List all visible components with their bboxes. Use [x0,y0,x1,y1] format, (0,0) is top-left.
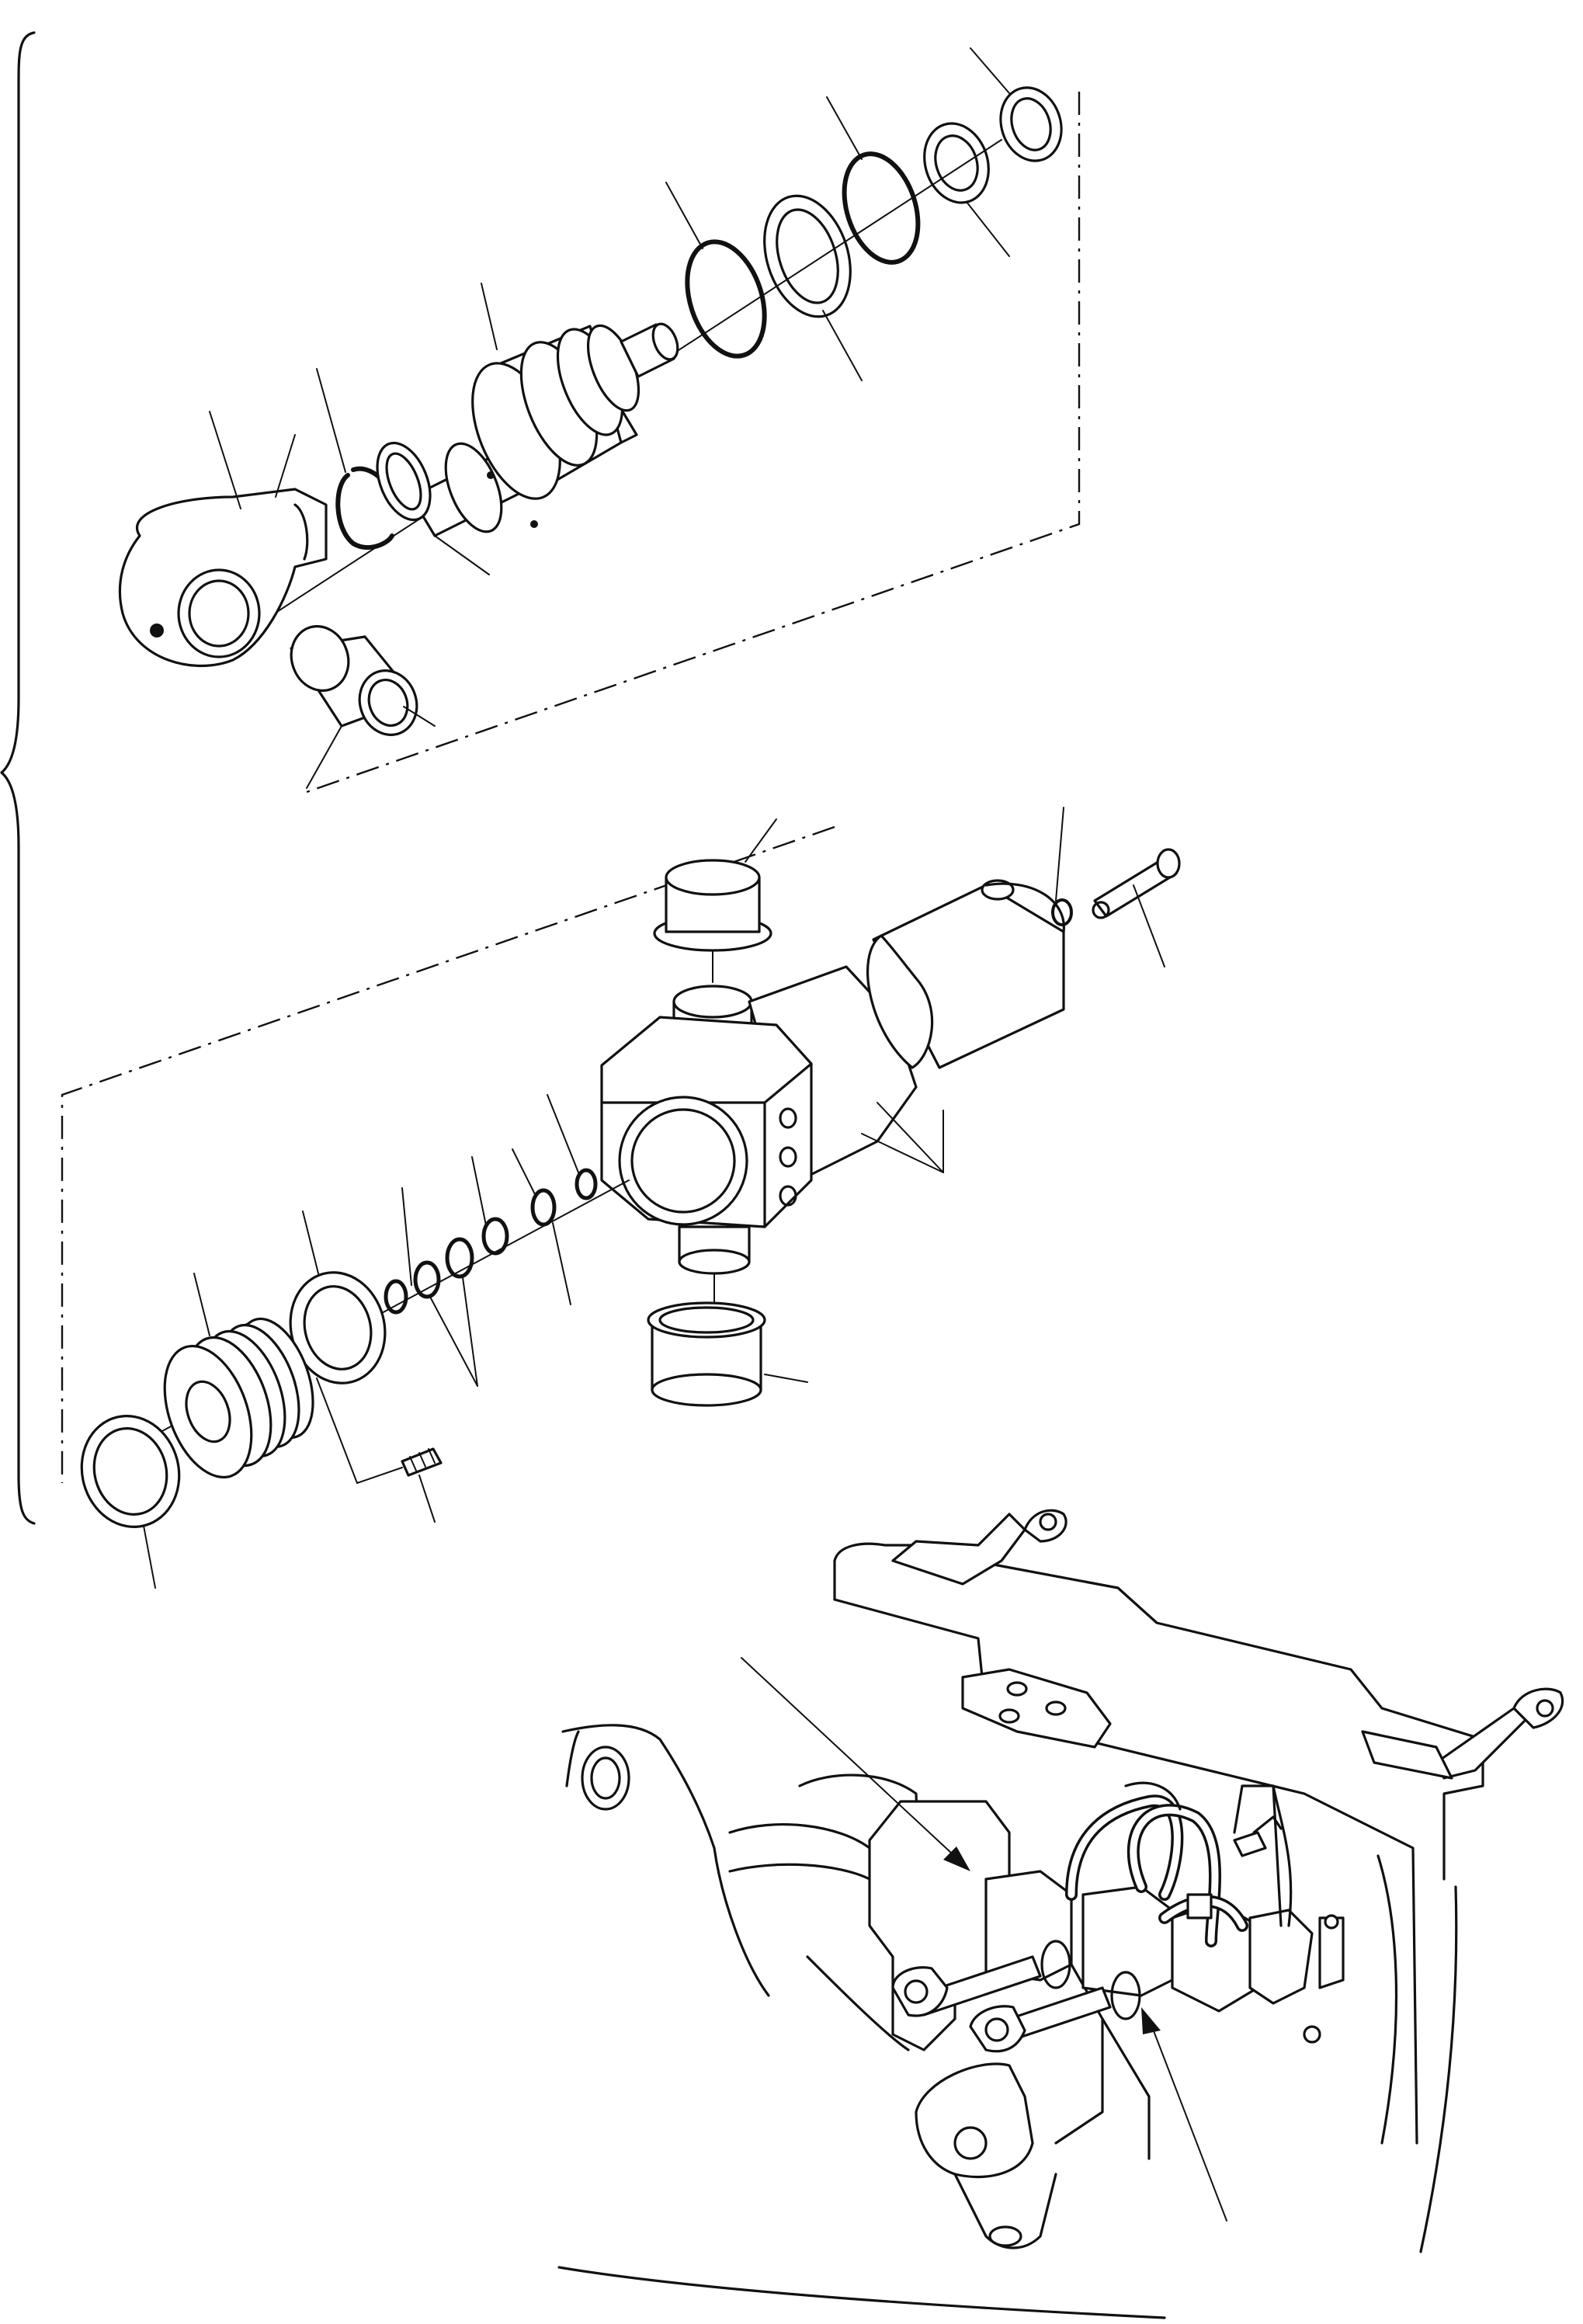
arrowhead-upper [943,1846,970,1871]
callout-arrow-upper [741,1657,963,1864]
o-rings-lower [384,1094,598,1387]
lower-group-boundary [61,825,835,1483]
callout-arrow-lower [1148,2018,1227,2222]
piston [163,1273,314,1479]
arrowhead-lower [1141,2007,1161,2034]
lower-assembly [80,807,1181,1589]
o-ring-upper-1 [665,182,767,359]
wiper-ring-upper [970,47,1063,162]
bushing-top [653,818,777,983]
piston-rod [410,283,679,537]
bearing-ring [923,122,1010,257]
set-screw [316,1377,443,1523]
seal-ring-upper [763,194,863,381]
upper-group-boundary [306,92,1081,794]
o-ring-fitting [1051,807,1073,926]
wiper-ring-lower [80,1415,181,1589]
cylinder-barrel [866,879,1065,1069]
bushing-upper [290,625,436,789]
cylinder-block [600,965,944,1313]
collar-ring [376,441,490,575]
upper-assembly [118,47,1063,789]
installed-view [557,1509,1564,2319]
group-brace [0,31,36,1525]
grease-fitting [1092,848,1181,967]
rod-eye [118,411,328,667]
bushing-bottom [647,1301,808,1407]
